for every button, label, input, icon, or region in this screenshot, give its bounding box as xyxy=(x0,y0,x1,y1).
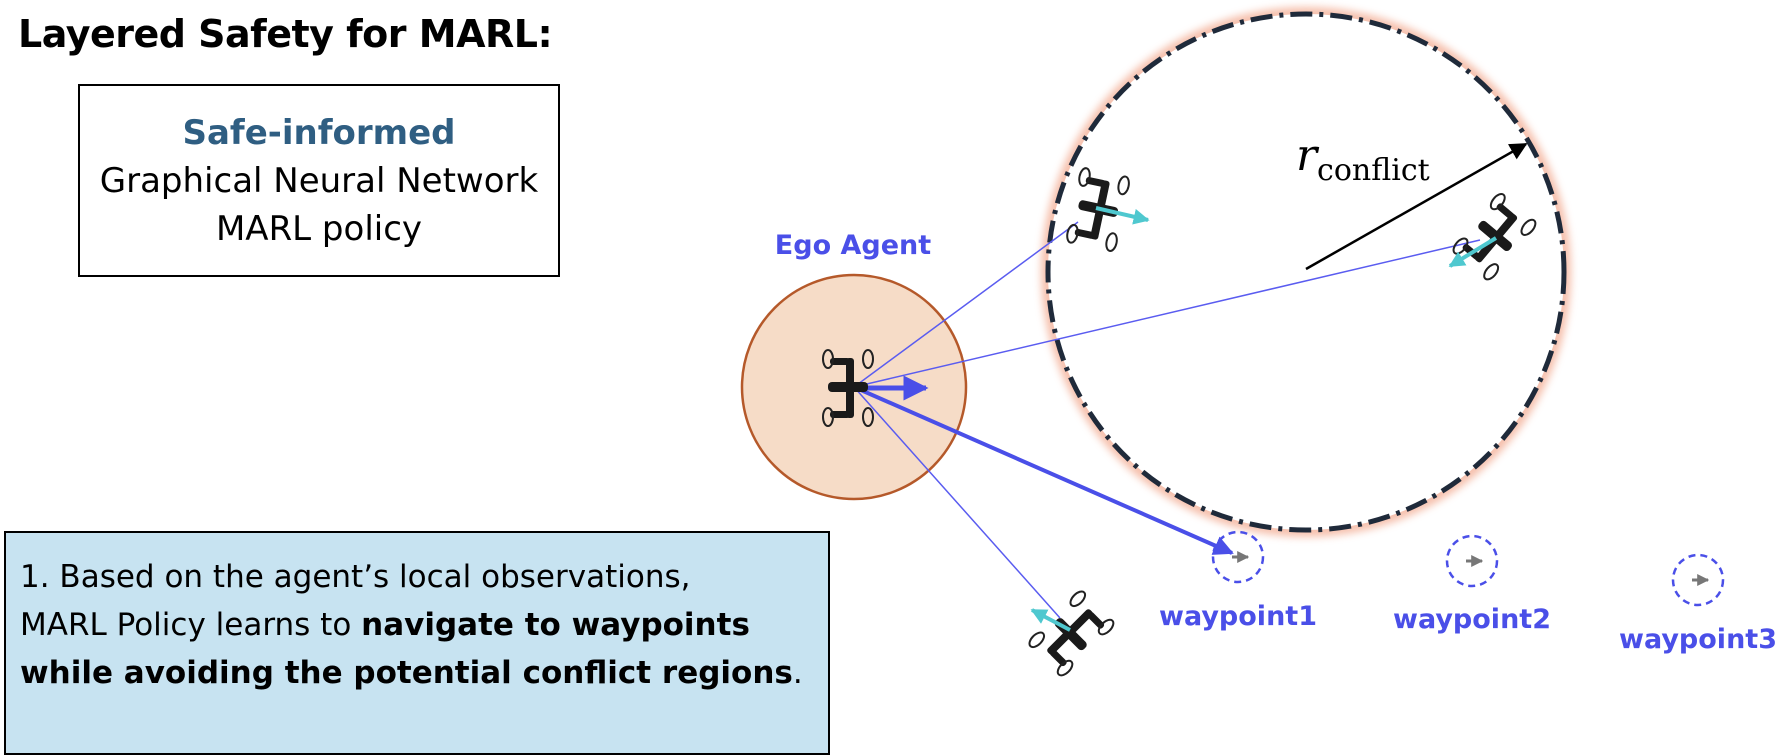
note-line-3-end: . xyxy=(792,655,803,691)
note-line-1: 1. Based on the agent’s local observatio… xyxy=(20,559,691,595)
note-line-3: while avoiding the potential conflict re… xyxy=(20,649,814,697)
edge-to-neighbor-2 xyxy=(853,239,1481,388)
waypoint2-label: waypoint2 xyxy=(1393,604,1551,635)
waypoint1-label: waypoint1 xyxy=(1159,601,1317,632)
conflict-region-boundary xyxy=(1045,11,1567,533)
note-line-3-bold: while avoiding the potential conflict re… xyxy=(20,655,793,691)
waypoint3-label: waypoint3 xyxy=(1619,624,1777,655)
neighbor-drone-3-icon xyxy=(1025,587,1117,679)
neighbor-3-heading-arrow xyxy=(1030,608,1071,632)
neighbor-1-heading-arrow xyxy=(1095,206,1150,225)
ego-agent-label: Ego Agent xyxy=(775,230,931,261)
conflict-radius-arrow xyxy=(1305,142,1528,271)
waypoint2-marker xyxy=(1445,534,1499,588)
neighbor-2-heading-arrow xyxy=(1448,236,1498,268)
note-line-2-bold: navigate to waypoints xyxy=(361,607,750,643)
policy-line-3: MARL policy xyxy=(215,208,423,249)
policy-line-2: Graphical Neural Network xyxy=(99,160,539,201)
page-title: Layered Safety for MARL: xyxy=(18,12,553,56)
conflict-radius-label: rconflict xyxy=(1296,130,1430,188)
note-line-2: MARL Policy learns to navigate to waypoi… xyxy=(20,601,814,649)
policy-highlight: Safe-informed xyxy=(182,112,456,153)
waypoint3-marker xyxy=(1671,553,1725,607)
explanation-box: 1. Based on the agent’s local observatio… xyxy=(4,531,830,755)
note-line-2-plain: MARL Policy learns to xyxy=(20,607,362,643)
edge-to-waypoint1 xyxy=(853,385,1234,555)
edge-to-neighbor-1 xyxy=(853,221,1079,388)
waypoint1-marker xyxy=(1211,530,1265,584)
policy-box: Safe-informed Graphical Neural Network M… xyxy=(78,84,560,277)
edge-to-neighbor-3 xyxy=(853,386,1061,619)
